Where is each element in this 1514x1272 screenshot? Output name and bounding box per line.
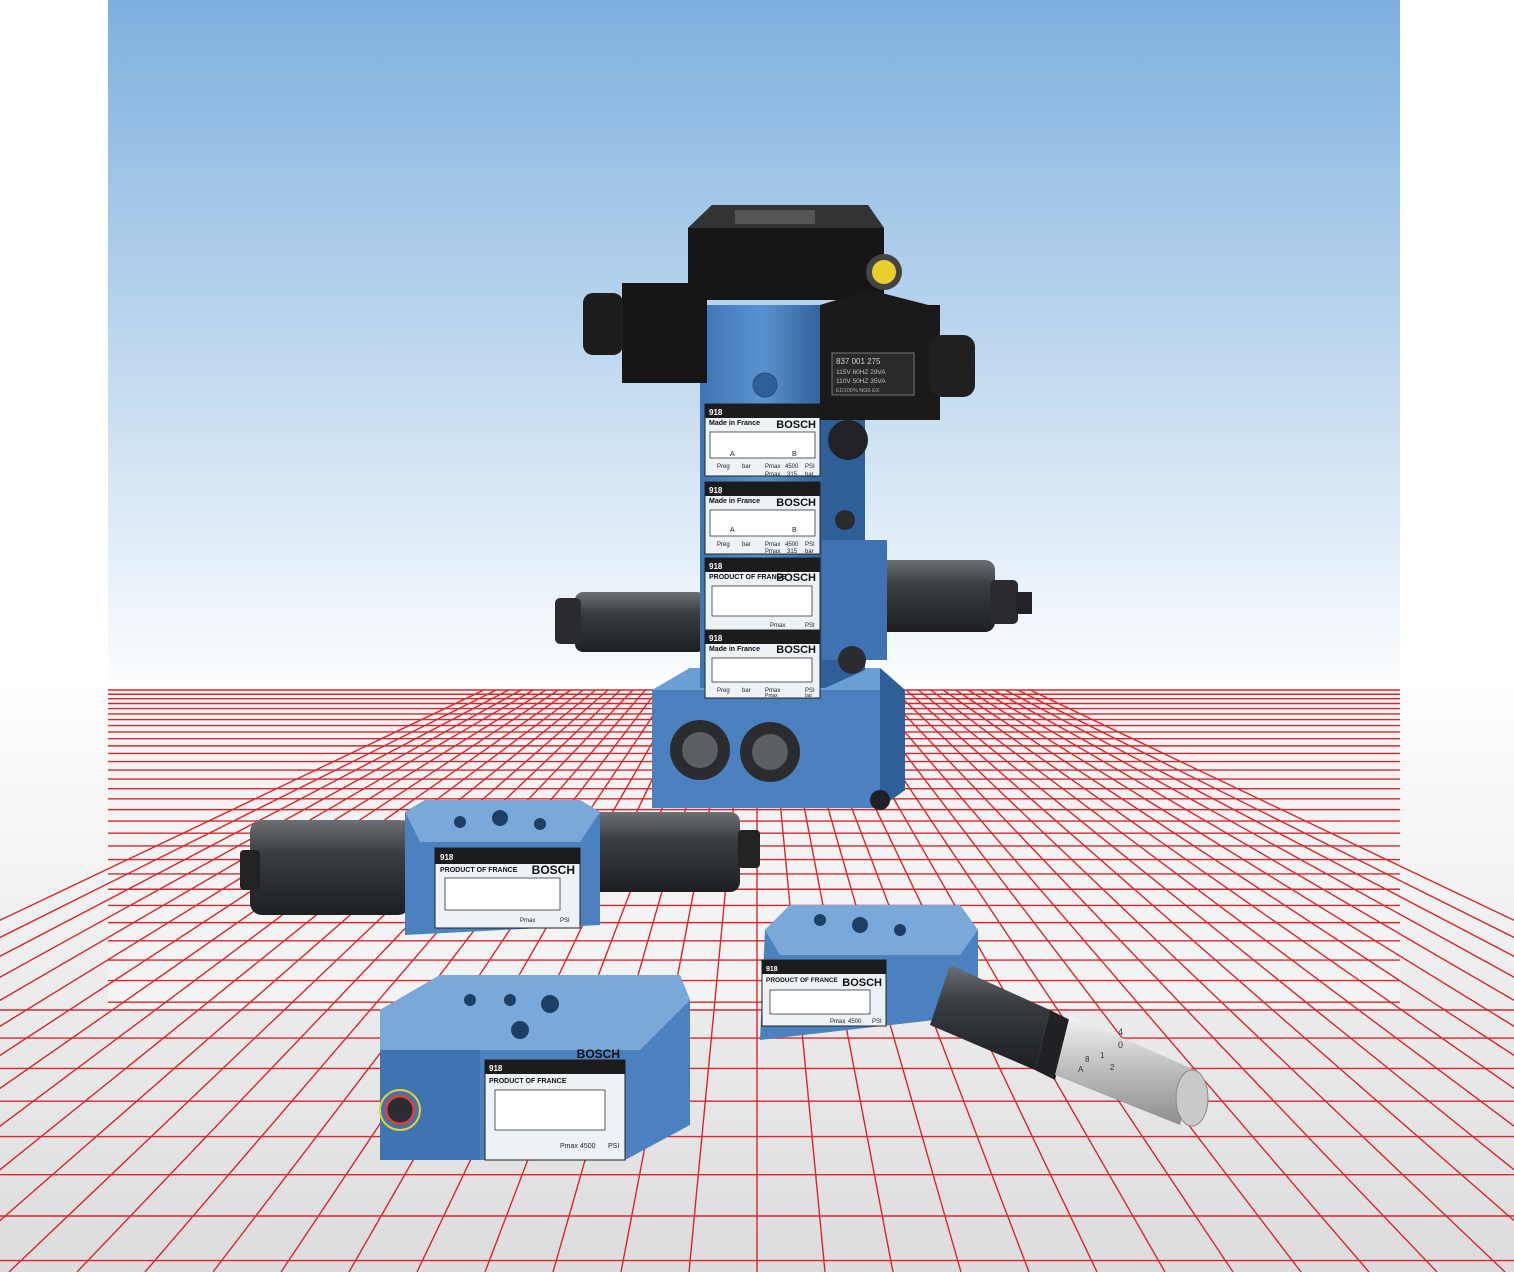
field-label: Pmax — [765, 472, 780, 478]
solenoid-plate-text: 837 001 275 — [836, 357, 881, 366]
field-label: PSI — [560, 918, 570, 924]
stacked-valve-tower: 918 Made in France BOSCH A B Preg bar Pm… — [555, 205, 1032, 810]
field-label: PSI — [872, 1019, 882, 1025]
field-label: Pmax — [765, 464, 780, 470]
brand-logo-text: BOSCH — [776, 419, 816, 431]
field-label: bar — [742, 688, 751, 694]
field-label: PSI — [608, 1143, 619, 1150]
dial-mark: A — [1078, 1065, 1084, 1074]
field-label: Pmax — [765, 688, 780, 694]
module-code: 918 — [489, 1064, 503, 1073]
module-origin: PRODUCT OF FRANCE — [709, 574, 787, 581]
field-label: PSI — [805, 688, 815, 694]
module-label-2: 918 Made in France BOSCH A B Preg bar Pm… — [704, 481, 821, 555]
field-label: 315 — [787, 549, 798, 555]
module-label-4: 918 Made in France BOSCH Preg bar Pmax P… — [704, 629, 821, 699]
field-label: bar — [805, 472, 814, 478]
right-throttle-valve: 918 PRODUCT OF FRANCE BOSCH Pmax 4500 PS… — [760, 905, 1209, 1127]
module-origin: PRODUCT OF FRANCE — [489, 1078, 567, 1085]
field-label: PSI — [805, 542, 815, 548]
module-origin: PRODUCT OF FRANCE — [766, 977, 839, 984]
port-label: A — [730, 451, 735, 458]
base-manifold — [652, 668, 905, 810]
field-label: 4500 — [848, 1019, 862, 1025]
brand-logo-text: BOSCH — [776, 572, 816, 584]
solenoid-plate-text: 115V 60HZ 29VA — [836, 369, 886, 376]
field-label: bar — [742, 542, 751, 548]
port-label: A — [730, 527, 735, 534]
field-label: Pmax — [560, 1143, 578, 1150]
pressure-cartridge — [555, 560, 1032, 652]
field-label: Preg — [717, 688, 730, 694]
field-label: 4500 — [785, 464, 799, 470]
field-label: bar — [805, 693, 813, 699]
module-label-3: 918 PRODUCT OF FRANCE BOSCH Pmax PSI — [704, 557, 821, 631]
dial-mark: 4 — [1118, 1027, 1123, 1037]
front-check-valve: 918 PRODUCT OF FRANCE BOSCH Pmax 4500 PS… — [379, 975, 690, 1161]
field-label: 4500 — [580, 1143, 596, 1150]
brand-logo-text: BOSCH — [776, 644, 816, 656]
dial-mark: 1 — [1100, 1051, 1105, 1060]
field-label: Pmax — [770, 623, 785, 629]
module-origin: Made in France — [709, 646, 760, 653]
field-label: Pmax — [830, 1019, 845, 1025]
brand-logo-text: BOSCH — [532, 863, 575, 877]
left-check-valve: 918 PRODUCT OF FRANCE BOSCH Pmax PSI — [240, 800, 760, 935]
indicator-port — [384, 1094, 416, 1126]
solenoid-plate-text: ED100% NG6 EX — [836, 388, 880, 394]
dial-mark: 2 — [1110, 1063, 1115, 1072]
field-label: bar — [805, 549, 814, 555]
field-label: PSI — [805, 623, 815, 629]
field-label: Pmax — [765, 693, 778, 699]
module-origin: Made in France — [709, 498, 760, 505]
module-origin: Made in France — [709, 420, 760, 427]
module-code: 918 — [709, 634, 723, 643]
module-code: 918 — [766, 966, 778, 973]
field-label: 315 — [787, 472, 798, 478]
dial-mark: 0 — [1118, 1040, 1123, 1050]
module-code: 918 — [440, 853, 454, 862]
solenoid-plate-text: 110V 50HZ 35VA — [836, 378, 886, 385]
module-origin: PRODUCT OF FRANCE — [440, 867, 518, 874]
field-label: 4500 — [785, 542, 799, 548]
field-label: Pmax — [765, 549, 780, 555]
brand-logo-text: BOSCH — [577, 1047, 620, 1061]
brand-logo-text: BOSCH — [842, 977, 882, 989]
module-code: 918 — [709, 408, 723, 417]
field-label: Pmax — [765, 542, 780, 548]
field-label: Pmax — [520, 918, 535, 924]
module-code: 918 — [709, 486, 723, 495]
field-label: PSI — [805, 464, 815, 470]
module-code: 918 — [709, 562, 723, 571]
module-label-1: 918 Made in France BOSCH A B Preg bar Pm… — [704, 403, 821, 478]
brand-logo-text: BOSCH — [776, 497, 816, 509]
dial-mark: 8 — [1085, 1055, 1090, 1064]
port-label: B — [792, 527, 797, 534]
field-label: bar — [742, 464, 751, 470]
solenoid-directional-valve: 837 001 275 115V 60HZ 29VA 110V 50HZ 35V… — [583, 205, 975, 420]
field-label: Preg — [717, 542, 730, 548]
field-label: Preg — [717, 464, 730, 470]
port-label: B — [792, 451, 797, 458]
